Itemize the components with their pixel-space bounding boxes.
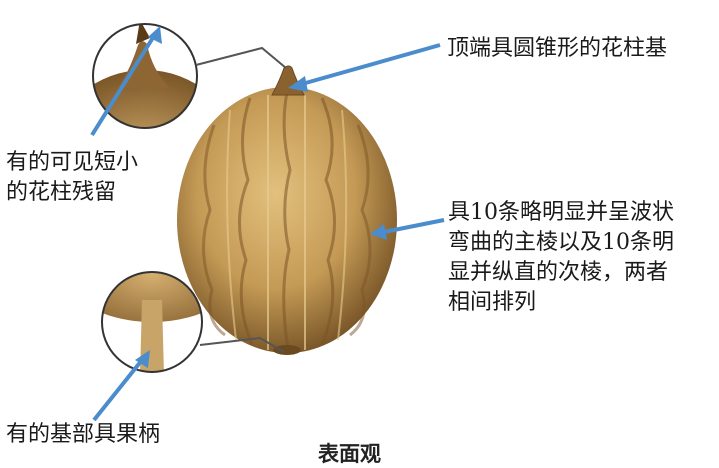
main-ridge [320, 97, 336, 346]
label-stylopodium: 顶端具圆锥形的花柱基 [447, 36, 668, 61]
arrowhead [370, 224, 387, 240]
arrowhead [148, 26, 162, 44]
label-ridges: 具10条略明显并呈波状 弯曲的主棱以及10条明 显并纵直的次棱，两者 相间排列 [448, 200, 674, 315]
main-ridge [238, 97, 254, 346]
main-ridge [349, 124, 372, 337]
fruit-base [273, 345, 301, 355]
pointer-arrows [90, 26, 445, 422]
secondary-ridge [226, 109, 237, 341]
arrowhead [135, 350, 150, 368]
arrow-style-remnant [90, 34, 156, 137]
arrow-pedicel [92, 358, 144, 422]
fruit-diagram [90, 23, 445, 422]
label-pedicel: 有的基部具果柄 [6, 422, 161, 447]
figure-caption: 表面观 [318, 442, 381, 466]
main-ridge [282, 91, 292, 351]
secondary-ridge [337, 109, 348, 341]
main-ridge [202, 124, 226, 337]
label-style-remnant: 有的可见短小 的花柱残留 [6, 150, 139, 205]
arrowhead [288, 76, 308, 92]
connector-line-top [195, 46, 287, 69]
arrow-stylopodium [301, 43, 441, 86]
connector-line-bottom [199, 336, 285, 353]
arrow-ridges [383, 218, 445, 234]
fruit-body [177, 87, 397, 353]
coriander-fruit [177, 65, 397, 355]
